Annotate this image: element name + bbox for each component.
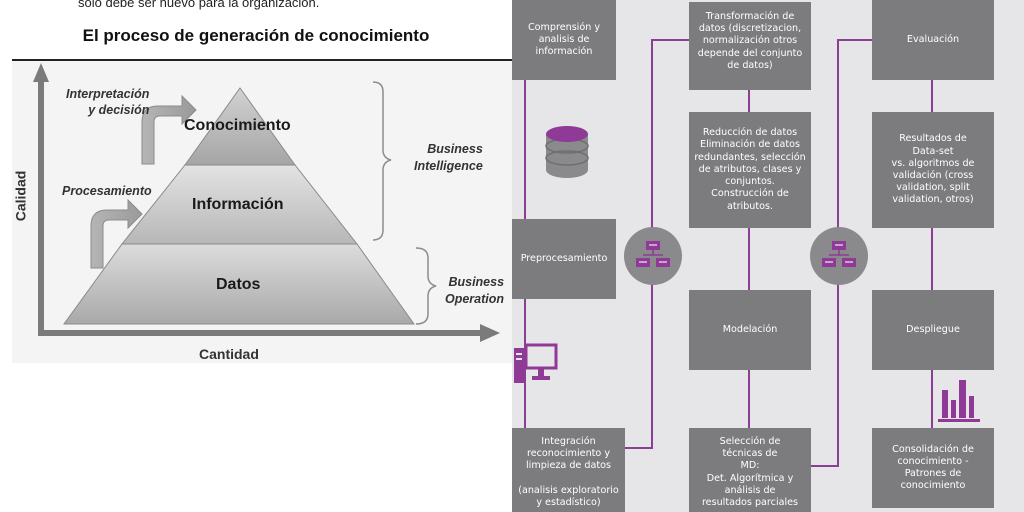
- x-axis-label: Cantidad: [199, 346, 259, 362]
- network-circle-2: [810, 227, 868, 285]
- level-conocimiento: [184, 87, 296, 166]
- bracket-label-business-operation: Business Operation: [445, 275, 505, 306]
- level-label-informacion: Información: [192, 196, 284, 213]
- box-transformacion: Transformación de datos (discretizacion,…: [689, 2, 811, 90]
- y-axis-arrow-icon: [33, 63, 49, 82]
- computer-icon: [514, 343, 558, 383]
- box-modelacion: Modelación: [689, 290, 811, 370]
- bracket-business-intelligence: [372, 81, 392, 241]
- kdd-process-panel: Comprensión y analisis de información Pr…: [512, 0, 1024, 512]
- bracket-label-business-intelligence: Business Intelligence: [414, 142, 483, 173]
- axes: [33, 63, 500, 342]
- database-icon: [545, 126, 589, 178]
- network-servers-icon: [636, 241, 670, 267]
- pyramid-figure: [33, 63, 500, 342]
- box-comprension: Comprensión y analisis de información: [512, 0, 616, 80]
- box-reduccion: Reducción de datos Eliminación de datos …: [689, 112, 811, 228]
- box-seleccion: Selección de técnicas de MD: Det. Algorí…: [689, 428, 811, 512]
- y-axis-label: Calidad: [12, 170, 29, 222]
- x-axis-arrow-icon: [480, 324, 500, 342]
- step-label-procesamiento: Procesamiento: [62, 184, 152, 198]
- level-label-conocimiento: Conocimiento: [184, 117, 291, 134]
- box-despliegue: Despliegue: [872, 290, 994, 370]
- level-label-datos: Datos: [216, 276, 261, 293]
- y-axis-line: [38, 80, 44, 336]
- box-integracion: Integración reconocimiento y limpieza de…: [512, 428, 625, 512]
- box-preprocesamiento: Preprocesamiento: [512, 219, 616, 299]
- box-evaluacion: Evaluación: [872, 0, 994, 80]
- box-resultados: Resultados de Data-set vs. algoritmos de…: [872, 112, 994, 228]
- title-rule: [12, 59, 512, 61]
- step-arrow-lower-icon: [90, 198, 143, 269]
- bar-chart-icon: [938, 380, 980, 422]
- step-arrow-upper-icon: [141, 94, 197, 165]
- x-axis-line: [38, 330, 482, 336]
- network-circle-1: [624, 227, 682, 285]
- bracket-business-operation: [415, 247, 437, 325]
- pyramid-title: El proceso de generación de conocimiento: [82, 26, 430, 45]
- knowledge-pyramid-panel: solo debe ser nuevo para la organización…: [12, 0, 512, 363]
- intro-text: solo debe ser nuevo para la organización…: [78, 0, 320, 10]
- network-servers-icon: [822, 241, 856, 267]
- box-consolidacion: Consolidación de conocimiento - Patrones…: [872, 428, 994, 508]
- step-label-interpretacion: Interpretación y decisión: [66, 87, 150, 117]
